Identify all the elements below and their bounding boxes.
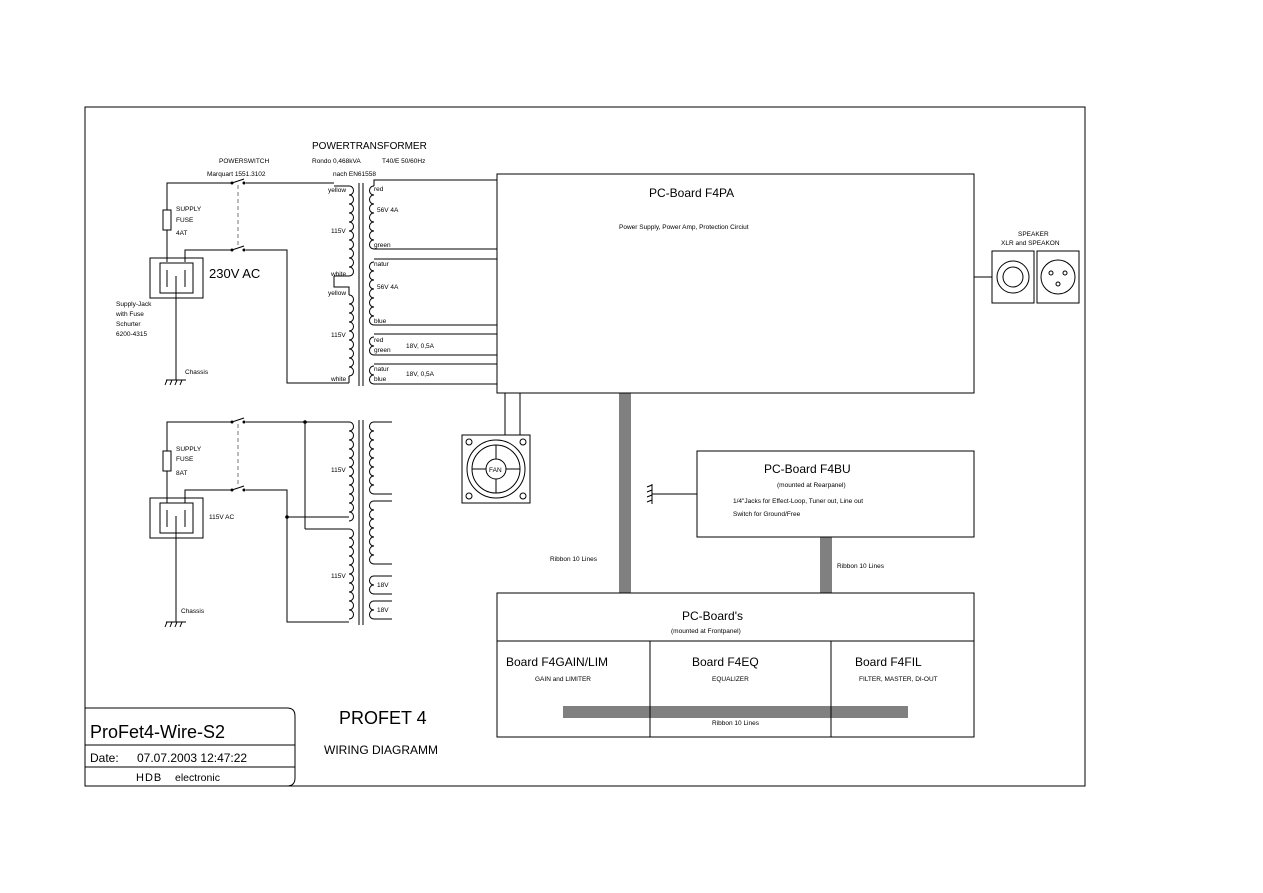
sec-56v-1: 56V 4A [377, 207, 399, 214]
board-eq-desc: EQUALIZER [712, 676, 749, 683]
date-label: Date: [90, 751, 119, 765]
powertransformer-symbol [333, 179, 497, 386]
product-title: PROFET 4 [339, 708, 427, 728]
product-subtitle: WIRING DIAGRAMM [324, 743, 438, 757]
sec-natur-1: natur [374, 261, 390, 268]
sec-green-2: green [374, 347, 391, 354]
prim-white-2: white [330, 376, 347, 383]
trafo2-prim-115-2: 115V [331, 573, 346, 580]
trafo2-prim-115-1: 115V [331, 467, 346, 474]
sec-natur-2: natur [374, 366, 390, 373]
front-boards-subtitle: (mounted at Frontpanel) [671, 628, 741, 635]
fuse-230-value: 4AT [176, 230, 187, 237]
board-f4pa-desc: Power Supply, Power Amp, Protection Circ… [619, 224, 749, 231]
board-f4bu-subtitle: (mounted at Rearpanel) [777, 482, 846, 489]
chassis-230-label: Chassis [185, 369, 209, 376]
mains-230-section [149, 178, 334, 386]
sec-green-1: green [374, 242, 391, 249]
board-f4pa-title: PC-Board F4PA [649, 186, 734, 200]
mains-115-section [149, 417, 392, 628]
ribbon-bottom-label: Ribbon 10 Lines [712, 720, 760, 727]
powerswitch-label: POWERSWITCH [219, 158, 269, 165]
speakon-connector-symbol [991, 250, 1035, 304]
ribbon-left-label: Ribbon 10 Lines [550, 556, 598, 563]
board-f4pa [496, 173, 975, 394]
transformer-spec-3: nach EN61558 [333, 171, 376, 178]
board-gain-desc: GAIN and LIMITER [535, 676, 591, 683]
prim-yellow-2: yellow [328, 290, 346, 297]
ribbon-right-label: Ribbon 10 Lines [837, 563, 885, 570]
front-boards-container [496, 592, 975, 738]
sec-red-1: red [374, 186, 384, 193]
fan-symbol [461, 434, 531, 504]
board-eq-title: Board F4EQ [692, 655, 759, 669]
prim-115-1: 115V [331, 228, 346, 235]
fan-label: FAN [489, 467, 502, 474]
board-f4bu-desc-2: Switch for Ground/Free [733, 511, 801, 518]
drawing-name: ProFet4-Wire-S2 [90, 722, 225, 742]
board-gain-title: Board F4GAIN/LIM [506, 655, 608, 669]
transformer-spec-1: Rondo 0,468kVA [312, 158, 361, 165]
sec-blue-2: blue [374, 376, 387, 383]
title-block [84, 707, 296, 787]
trafo2-sec-18v-1: 18V [377, 582, 389, 589]
ribbon-cable-bottom [563, 706, 908, 718]
powerswitch-part: Marquart 1551.3102 [207, 171, 266, 178]
drawing-frame [84, 106, 1086, 787]
xlr-connector-symbol [1036, 250, 1080, 304]
prim-115-2: 115V [331, 332, 346, 339]
sec-red-2: red [374, 337, 384, 344]
supply-jack-line-1: Supply-Jack [116, 301, 152, 308]
ground-symbol-f4bu [646, 484, 697, 504]
sec-blue-1: blue [374, 318, 387, 325]
supply-jack-line-4: 6200-4315 [116, 331, 147, 338]
company-logo: HDB [136, 772, 162, 784]
voltage-115-label: 115V AC [209, 514, 234, 521]
fuse-115-value: 8AT [176, 470, 187, 477]
board-f4bu-title: PC-Board F4BU [764, 462, 851, 476]
chassis-115-label: Chassis [181, 608, 205, 615]
company-name: electronic [175, 772, 220, 784]
speaker-label-1: SPEAKER [1018, 231, 1049, 238]
front-boards-title: PC-Board's [682, 609, 743, 623]
sec-18v-2: 18V, 0,5A [406, 371, 435, 378]
prim-yellow-1: yellow [328, 187, 346, 194]
board-fil-desc: FILTER, MASTER, DI-OUT [859, 676, 938, 683]
sec-56v-2: 56V 4A [377, 284, 399, 291]
trafo2-sec-18v-2: 18V [377, 607, 389, 614]
sec-18v-1: 18V, 0,5A [406, 343, 435, 350]
fuse-115-label-2: FUSE [176, 456, 194, 463]
supply-jack-line-3: Schurter [116, 321, 141, 328]
transformer-title: POWERTRANSFORMER [312, 141, 427, 152]
voltage-230-label: 230V AC [209, 266, 260, 281]
board-f4bu-desc-1: 1/4"Jacks for Effect-Loop, Tuner out, Li… [733, 498, 863, 505]
ribbon-cable-right [820, 537, 832, 593]
fuse-115-label-1: SUPPLY [176, 446, 202, 453]
speaker-label-2: XLR and SPEAKON [1001, 240, 1060, 247]
ribbon-cable-left [619, 393, 631, 593]
prim-white-1: white [330, 271, 347, 278]
supply-fuse-230-symbol [162, 209, 172, 231]
supply-fuse-115-symbol [162, 450, 172, 472]
supply-jack-line-2: with Fuse [115, 311, 144, 318]
fuse-230-label-2: FUSE [176, 217, 194, 224]
fuse-230-label-1: SUPPLY [176, 206, 202, 213]
board-fil-title: Board F4FIL [855, 655, 922, 669]
date-value: 07.07.2003 12:47:22 [137, 751, 247, 765]
transformer-spec-2: T40/E 50/60Hz [382, 158, 425, 165]
